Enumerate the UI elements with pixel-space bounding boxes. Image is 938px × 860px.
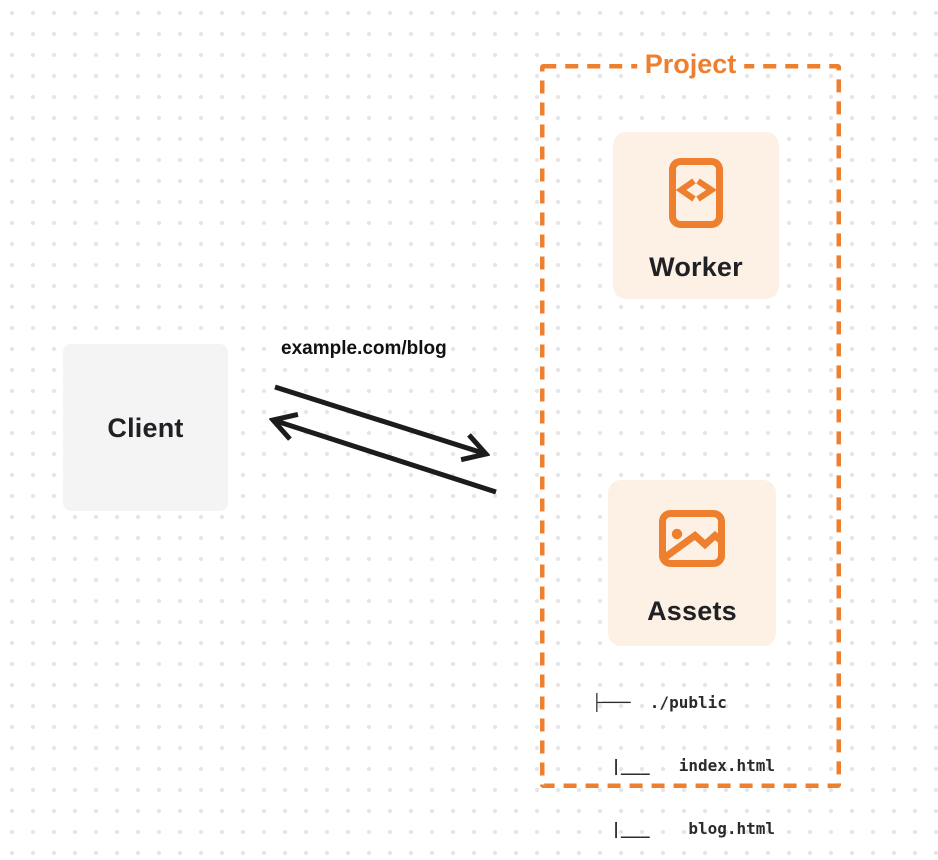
project-boundary: Project Worker Assets ├─── ./public |___… [540,48,841,838]
client-label: Client [107,412,184,443]
file-tree: ├─── ./public |___ index.html |___ blog.… [592,650,775,860]
worker-card: Worker [613,132,779,299]
assets-label: Assets [647,596,737,626]
image-icon [659,510,725,567]
worker-label: Worker [649,252,743,282]
request-arrow [274,384,486,454]
file-tree-line: ├─── ./public [592,693,727,712]
assets-card: Assets [608,480,776,646]
project-label: Project [636,48,745,80]
response-arrow [273,420,497,495]
file-tree-line: |___ blog.html [592,819,776,838]
file-tree-line: |___ index.html [592,756,776,775]
code-file-icon [669,158,723,228]
request-url-label: example.com/blog [281,338,447,359]
client-box: Client [63,344,228,511]
